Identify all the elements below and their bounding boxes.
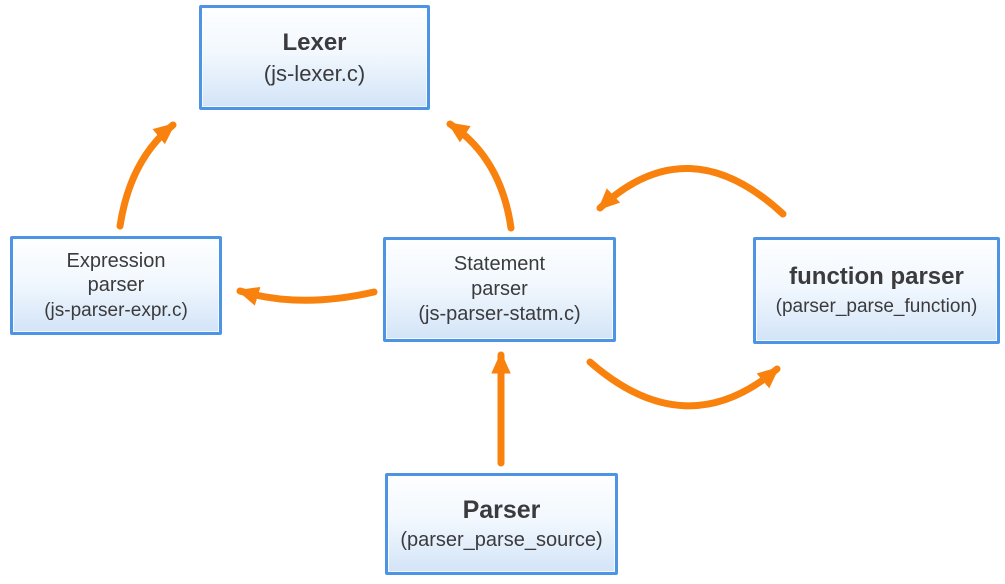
- node-function-parser: function parser (parser_parse_function): [753, 237, 1000, 344]
- node-parser: Parser (parser_parse_source): [385, 473, 618, 575]
- node-statement-parser-subtitle: (js-parser-statm.c): [418, 302, 581, 325]
- node-expression-parser-title: Expression parser: [66, 249, 166, 297]
- node-function-parser-subtitle: (parser_parse_function): [775, 295, 978, 317]
- node-expression-parser-subtitle: (js-parser-expr.c): [44, 299, 188, 321]
- arrow-statement-parser-to-lexer: [446, 120, 515, 232]
- node-function-parser-title: function parser: [789, 263, 964, 291]
- node-parser-title: Parser: [462, 495, 541, 524]
- node-statement-parser: Statement parser (js-parser-statm.c): [383, 237, 616, 342]
- arrow-statement-parser-to-function-parser: [586, 358, 781, 410]
- node-expression-parser: Expression parser (js-parser-expr.c): [10, 236, 222, 335]
- arrow-function-parser-to-statement-parser: [596, 165, 787, 218]
- arrow-expression-parser-to-lexer: [116, 121, 177, 230]
- node-lexer-title: Lexer: [282, 28, 347, 56]
- arrow-statement-parser-to-expression-parser: [236, 286, 378, 306]
- node-lexer-subtitle: (js-lexer.c): [263, 60, 366, 86]
- node-statement-parser-title: Statement parser: [453, 253, 546, 300]
- node-lexer: Lexer (js-lexer.c): [199, 5, 430, 110]
- node-parser-subtitle: (parser_parse_source): [400, 529, 603, 552]
